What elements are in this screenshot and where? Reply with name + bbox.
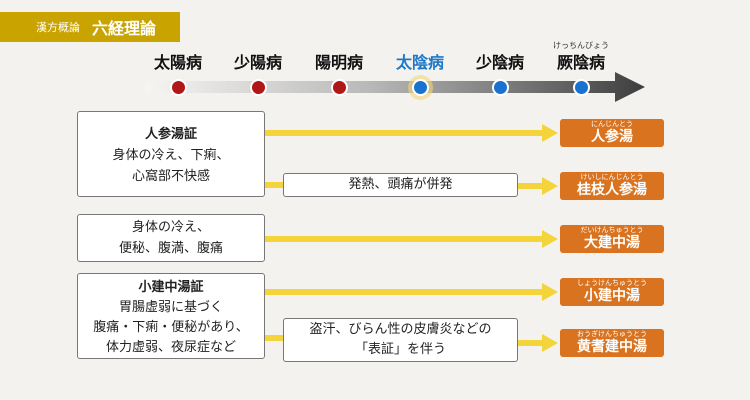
ninjinto-symptom-box: 人参湯証 身体の冷え、下痢、 心窩部不快感 <box>77 111 265 197</box>
result-ruby-3: だいけんちゅうとう <box>580 226 644 234</box>
arrow-to-ninjinto <box>265 124 558 142</box>
result-ruby-1: にんじんとう <box>591 120 633 128</box>
ogi-condition-line2: 「表証」を伴う <box>354 342 446 357</box>
daikenchuto-box-line2: 便秘、腹満、腹痛 <box>118 241 223 256</box>
header-title: 六経理論 <box>92 19 157 38</box>
result-ruby-2: けいしにんじんとう <box>580 173 644 181</box>
daikenchuto-symptom-box: 身体の冷え、 便秘、腹満、腹痛 <box>77 214 265 262</box>
stage-label-3: 陽明病 <box>314 53 363 72</box>
stage-label-6: 厥陰病 <box>556 53 605 72</box>
result-shokenchuto: しょうけんちゅうとう 小建中湯 <box>560 278 664 306</box>
result-ruby-5: おうぎけんちゅうとう <box>577 330 647 338</box>
arrow-to-ogikenchuto <box>518 334 558 352</box>
keishi-condition-box: 発熱、頭痛が併発 <box>283 173 518 197</box>
result-ninjinto: にんじんとう 人参湯 <box>560 119 664 147</box>
ninjinto-box-line2: 心窩部不快感 <box>131 169 210 184</box>
arrow-to-keishininjinto <box>518 177 558 195</box>
shokenchuto-box-line3: 体力虚弱、夜尿症など <box>105 340 236 355</box>
stage-dot-5 <box>492 79 509 96</box>
stage-dot-1 <box>170 79 187 96</box>
result-name-3: 大建中湯 <box>584 235 640 251</box>
result-keishininjinto: けいしにんじんとう 桂枝人参湯 <box>560 172 664 200</box>
arrow-to-shokenchuto <box>265 283 558 301</box>
keishi-condition-text: 発熱、頭痛が併発 <box>348 177 453 192</box>
ninjinto-box-title: 人参湯証 <box>144 127 197 142</box>
shokenchuto-symptom-box: 小建中湯証 胃腸虚弱に基づく 腹痛・下痢・便秘があり、 体力虚弱、夜尿症など <box>77 273 265 359</box>
stage-dot-4 <box>412 79 429 96</box>
result-name-2: 桂枝人参湯 <box>577 182 647 198</box>
stage-ruby-6: けっちんびょう <box>553 41 609 50</box>
stage-dot-2 <box>250 79 267 96</box>
stage-dot-6 <box>573 79 590 96</box>
ninjinto-box-line1: 身体の冷え、下痢、 <box>112 148 230 163</box>
ogi-condition-line1: 盗汗、びらん性の皮膚炎などの <box>309 322 492 337</box>
result-daikenchuto: だいけんちゅうとう 大建中湯 <box>560 225 664 253</box>
arrow-to-daikenchuto <box>265 230 558 248</box>
shokenchuto-box-line2: 腹痛・下痢・便秘があり、 <box>93 320 249 335</box>
result-name-5: 黄耆建中湯 <box>577 339 647 355</box>
daikenchuto-box-line1: 身体の冷え、 <box>131 220 210 235</box>
header-category: 漢方概論 <box>36 21 80 34</box>
result-ruby-4: しょうけんちゅうとう <box>577 279 647 287</box>
stage-label-5: 少陰病 <box>475 53 524 72</box>
header-band: 漢方概論 六経理論 <box>0 12 180 42</box>
stage-label-2: 少陽病 <box>233 53 282 72</box>
progression-arrow <box>145 72 645 102</box>
result-ogikenchuto: おうぎけんちゅうとう 黄耆建中湯 <box>560 329 664 357</box>
shokenchuto-box-line1: 胃腸虚弱に基づく <box>118 300 223 315</box>
stage-label-4: 太陰病 <box>395 53 444 72</box>
result-name-1: 人参湯 <box>591 129 633 145</box>
result-name-4: 小建中湯 <box>584 288 640 304</box>
stage-dot-3 <box>331 79 348 96</box>
ogi-condition-box: 盗汗、びらん性の皮膚炎などの 「表証」を伴う <box>283 318 518 362</box>
stage-label-1: 太陽病 <box>153 53 202 72</box>
shokenchuto-box-title: 小建中湯証 <box>138 280 204 295</box>
